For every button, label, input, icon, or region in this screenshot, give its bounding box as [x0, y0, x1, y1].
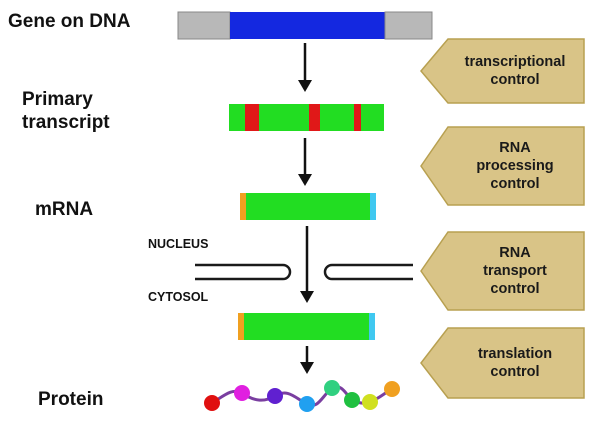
mrna-cap-cytosol	[238, 313, 244, 340]
rna-transport-control-box: RNA transport control	[420, 231, 586, 311]
mrna-cap	[240, 193, 246, 220]
translation-control-box: translation control	[420, 327, 586, 399]
cytosol-label: CYTOSOL	[148, 290, 209, 304]
mrna-tail	[370, 193, 376, 220]
translation-control-label: translation control	[477, 346, 553, 380]
amino-acid-bead	[267, 388, 283, 404]
arrow-primary-to-mrna	[298, 138, 312, 186]
rna-transport-control-label: RNA transport control	[483, 245, 547, 297]
dna-flank-right	[384, 11, 433, 40]
nuclear-envelope	[195, 263, 413, 281]
amino-acid-bead	[234, 385, 250, 401]
arrow-export	[300, 226, 314, 303]
primary-transcript-label: Primary transcript	[22, 89, 110, 133]
nucleus-label: NUCLEUS	[148, 237, 209, 251]
protein-chain	[204, 380, 400, 412]
intron-2	[309, 104, 320, 131]
arrow-gene-to-primary	[298, 43, 312, 92]
intron-1	[245, 104, 259, 131]
rna-processing-control-box: RNA processing control	[420, 126, 586, 206]
primary-transcript-bar	[229, 104, 384, 131]
amino-acid-bead	[362, 394, 378, 410]
envelope-right	[323, 263, 413, 281]
arrow-translation	[300, 346, 314, 374]
control-arrow-shape	[420, 38, 585, 104]
gene-region	[230, 12, 385, 39]
mrna-cytosol-bar	[238, 313, 375, 340]
mrna-nuclear-bar	[240, 193, 376, 220]
mrna-body-cytosol	[244, 313, 369, 340]
control-arrow-shape	[420, 327, 585, 399]
transcriptional-control-box: transcriptional control	[420, 38, 586, 104]
amino-acid-bead	[384, 381, 400, 397]
intron-3	[354, 104, 361, 131]
dna-flank-left	[177, 11, 231, 40]
control-arrow-shape	[420, 231, 585, 311]
control-arrow-shape	[420, 126, 585, 206]
mrna-body	[246, 193, 370, 220]
rna-processing-control-label: RNA processing control	[476, 140, 554, 192]
envelope-left	[195, 263, 292, 281]
mrna-tail-cytosol	[369, 313, 375, 340]
transcriptional-control-label: transcriptional control	[464, 54, 566, 88]
amino-acid-bead	[324, 380, 340, 396]
protein-label: Protein	[38, 389, 104, 410]
amino-acid-bead	[299, 396, 315, 412]
amino-acid-bead	[204, 395, 220, 411]
gene-on-dna-label: Gene on DNA	[8, 11, 131, 32]
dna-bar	[177, 11, 433, 40]
mrna-label: mRNA	[35, 199, 94, 220]
amino-acid-bead	[344, 392, 360, 408]
